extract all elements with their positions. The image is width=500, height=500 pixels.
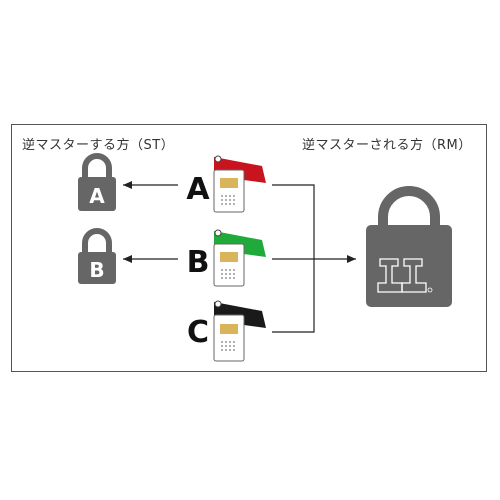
key-card-b: [213, 229, 266, 287]
lock-b: B: [78, 228, 116, 284]
padlock-icon: [78, 177, 116, 211]
key-card-icon: [213, 243, 245, 287]
key-card-a: [213, 155, 266, 213]
heading-st: 逆マスターする方（ST）: [22, 138, 175, 153]
key-card-icon: [213, 169, 245, 213]
key-a-letter: A: [186, 172, 210, 207]
key-a-dots: [221, 195, 235, 205]
key-c-dots: [221, 341, 235, 351]
key-card-c: [213, 300, 266, 362]
key-card-icon: [213, 314, 245, 362]
lock-a-letter: A: [89, 184, 105, 208]
padlock-icon: [78, 252, 116, 284]
key-c-letter: C: [187, 315, 209, 350]
diagram-frame: [11, 124, 487, 372]
master-lock-shackle: [378, 186, 440, 227]
key-b-logo: [220, 252, 238, 262]
key-b-dots: [221, 269, 235, 279]
key-c-logo: [220, 324, 238, 334]
master-lock: [366, 186, 452, 307]
heading-rm: 逆マスターされる方（RM）: [302, 138, 472, 153]
key-a-logo: [220, 178, 238, 188]
key-a-tag-hole: [214, 155, 222, 163]
lock-a-shackle: [82, 153, 112, 178]
key-b-tag-hole: [214, 229, 222, 237]
lock-b-shackle: [82, 228, 112, 253]
master-lock-emblem: [377, 258, 427, 293]
lock-a: A: [78, 153, 116, 211]
key-b-letter: B: [187, 245, 210, 280]
registered-mark-icon: [427, 287, 433, 293]
key-c-tag-hole: [214, 300, 222, 308]
lock-b-letter: B: [89, 258, 104, 282]
